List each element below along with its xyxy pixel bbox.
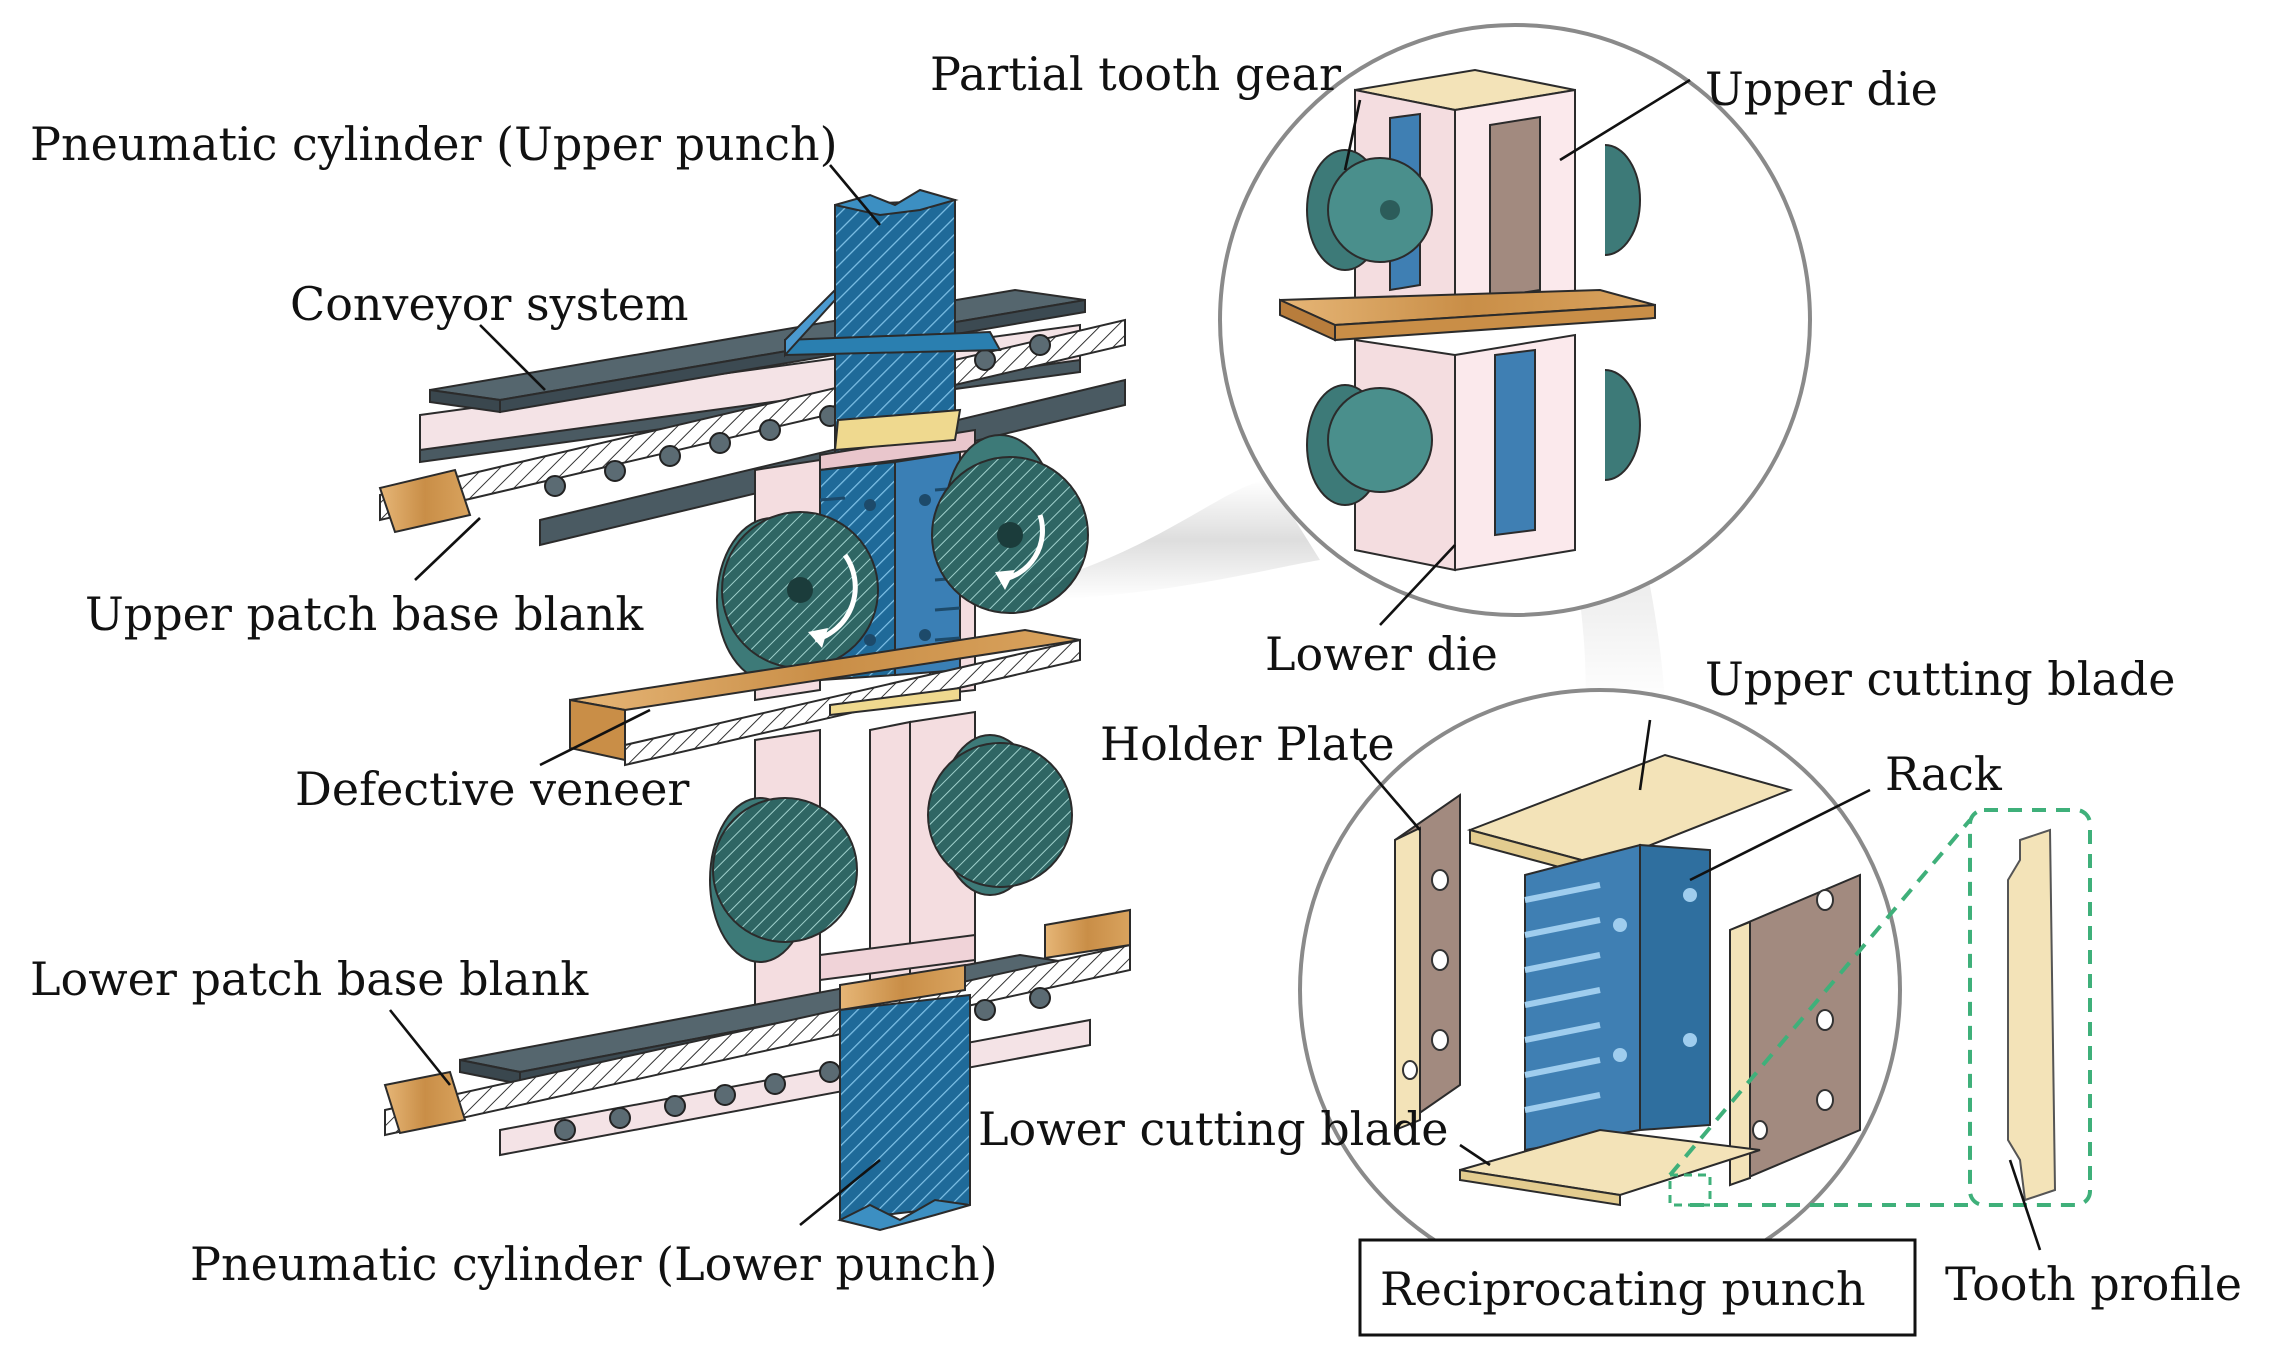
label-rack: Rack	[1885, 747, 2003, 801]
label-lower-blade: Lower cutting blade	[978, 1102, 1448, 1156]
tooth-profile-detail	[1668, 808, 2092, 1207]
left-holder-plate	[1394, 793, 1461, 1132]
labels: Pneumatic cylinder (Upper punch) Conveyo…	[30, 47, 2242, 1316]
lower-punch	[837, 993, 971, 1232]
label-conveyor: Conveyor system	[290, 277, 689, 331]
label-upper-patch: Upper patch base blank	[85, 587, 644, 641]
lower-right-gear	[927, 734, 1073, 896]
label-lower-die: Lower die	[1265, 627, 1498, 681]
label-tooth-profile: Tooth profile	[1945, 1257, 2242, 1311]
label-defective-veneer: Defective veneer	[295, 762, 689, 816]
main-machine	[378, 188, 1131, 1232]
label-pneumatic-lower: Pneumatic cylinder (Lower punch)	[190, 1237, 998, 1291]
leader-lines	[388, 78, 2042, 1251]
label-holder-plate: Holder Plate	[1100, 717, 1395, 771]
label-reciprocating-punch: Reciprocating punch	[1380, 1262, 1866, 1316]
rack-detail	[1524, 843, 1711, 1152]
lower-conveyor	[383, 908, 1131, 1157]
label-partial-gear: Partial tooth gear	[930, 47, 1341, 101]
upper-right-gear	[931, 434, 1089, 614]
label-upper-blade: Upper cutting blade	[1705, 652, 2176, 706]
right-holder-plate	[1729, 873, 1861, 1187]
reciprocating-punch-box	[1358, 1238, 1917, 1337]
die-detail-callout	[1218, 23, 1812, 617]
label-lower-patch: Lower patch base blank	[30, 952, 589, 1006]
label-upper-die: Upper die	[1705, 62, 1938, 116]
punch-detail-callout	[1298, 688, 1902, 1292]
lower-left-gear	[709, 797, 858, 963]
defective-veneer	[569, 628, 1081, 767]
upper-left-gear	[716, 511, 879, 683]
label-pneumatic-upper: Pneumatic cylinder (Upper punch)	[30, 117, 838, 171]
